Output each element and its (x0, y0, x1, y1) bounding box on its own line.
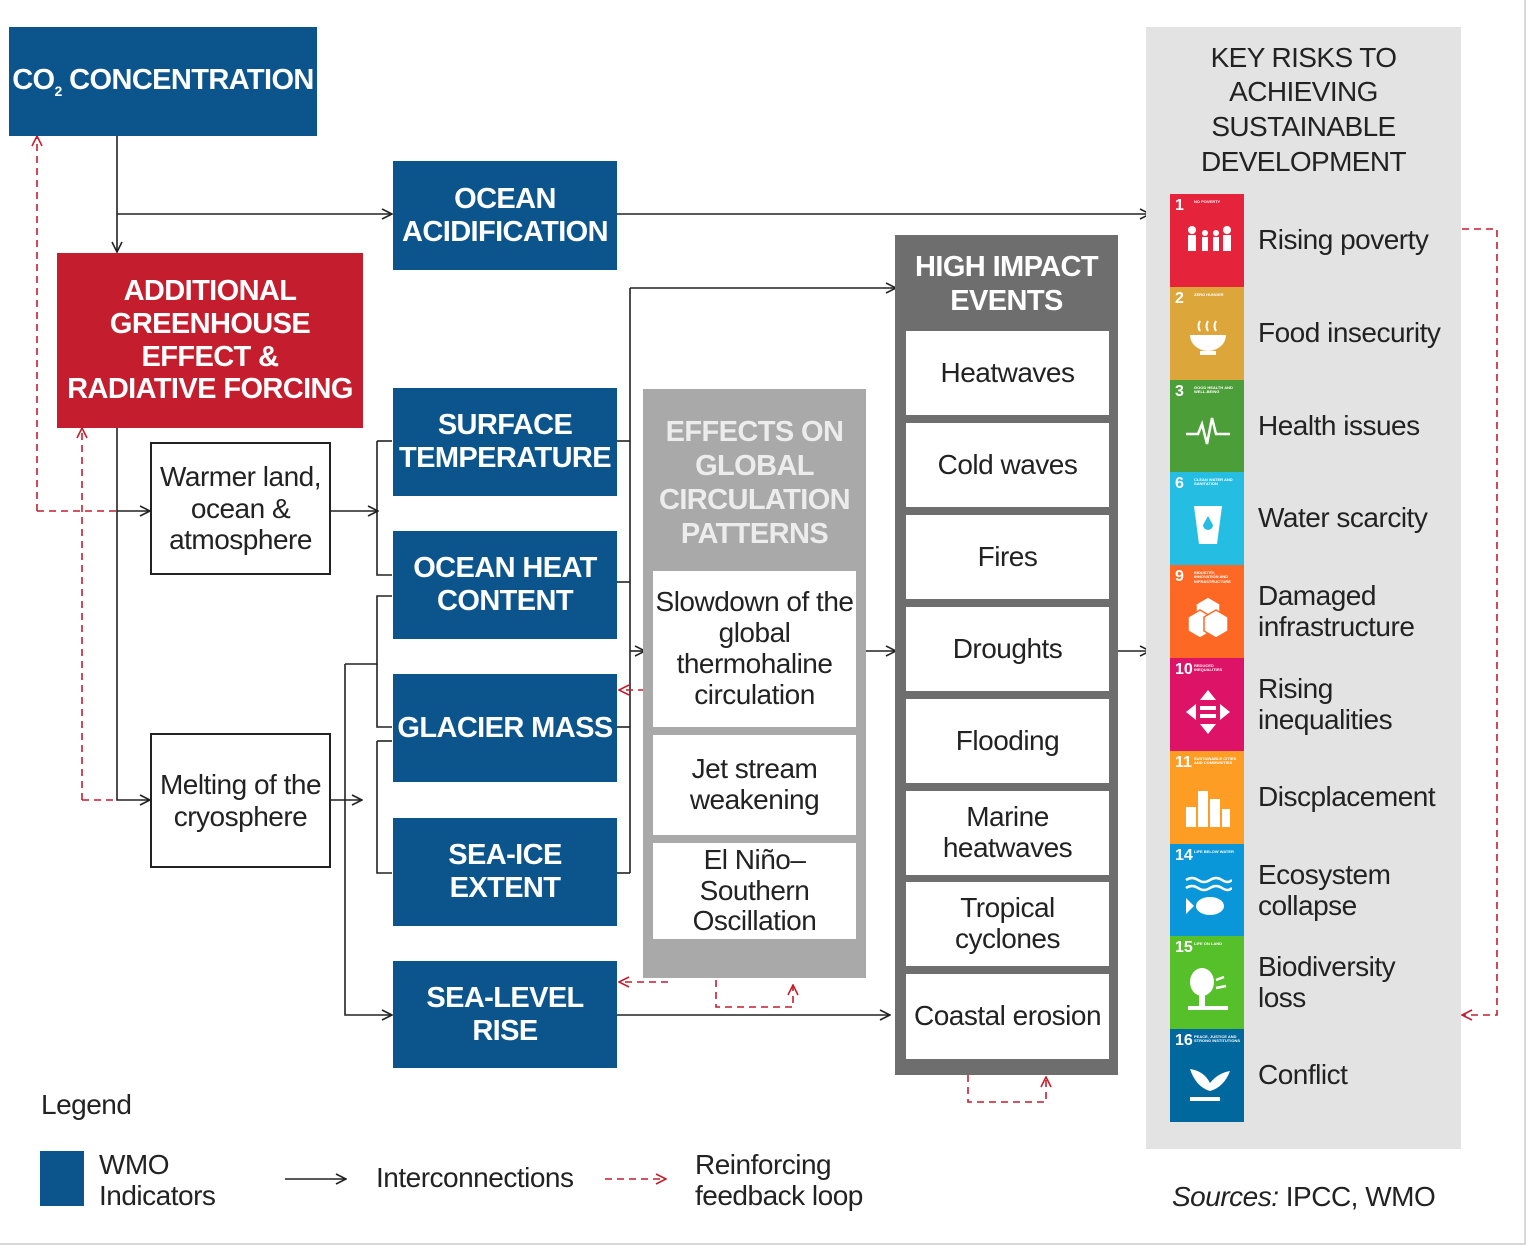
sdg-tile-2: 2 Zero hunger (1170, 287, 1244, 380)
sdg-title: No poverty (1194, 199, 1221, 204)
ocean-heat-content-label: OCEAN HEAT CONTENT (413, 552, 597, 617)
event-item: Flooding (906, 699, 1109, 783)
family-icon (1188, 226, 1231, 251)
sources-note: Sources: IPCC, WMO (1172, 1181, 1436, 1213)
event-item: Marine heatwaves (906, 791, 1109, 875)
co2-concentration-box: CO2 CONCENTRATION (9, 27, 317, 136)
surface-temperature-label: SURFACE TEMPERATURE (399, 409, 612, 474)
circulation-item-thermohaline: Slowdown of the global thermohaline circ… (653, 571, 856, 727)
dove-icon (1190, 1069, 1230, 1101)
co2-label: CO2 CONCENTRATION (12, 63, 314, 99)
sdg-number: 10 (1175, 661, 1193, 678)
sdg-number: 6 (1175, 475, 1184, 492)
risk-label: Food insecurity (1258, 317, 1441, 349)
city-icon (1186, 791, 1230, 827)
risk-label: Health issues (1258, 410, 1420, 442)
sdg-title: Zero hunger (1194, 292, 1224, 297)
sdg-tile-15: 15Life on land (1170, 936, 1244, 1029)
event-item: Fires (906, 515, 1109, 599)
fish-icon (1185, 876, 1232, 915)
event-item: Droughts (906, 607, 1109, 691)
sdg-title: Life on land (1194, 941, 1222, 946)
sea-ice-extent-label: SEA-ICE EXTENT (448, 839, 562, 904)
sources-text: IPCC, WMO (1278, 1181, 1436, 1212)
heartbeat-icon (1186, 417, 1230, 445)
risk-label: Damaged infrastructure (1258, 579, 1415, 642)
sdg-title: Life below water (1194, 849, 1234, 854)
ocean-heat-content-box: OCEAN HEAT CONTENT (393, 531, 617, 639)
sources-label: Sources: (1172, 1181, 1279, 1212)
sdg-number: 11 (1175, 754, 1192, 771)
sdg-number: 9 (1175, 568, 1184, 585)
sea-ice-extent-box: SEA-ICE EXTENT (393, 818, 617, 926)
sdg-tile-9: 9 Industry, innovation and infrastructure (1170, 565, 1244, 658)
melting-label: Melting of the cryosphere (159, 768, 322, 832)
sdg-number: 2 (1175, 290, 1184, 307)
sdg-tile-10: 10Reduced inequalities (1170, 658, 1244, 751)
sdg-title: Peace, justice and strong institutions (1194, 1034, 1240, 1044)
melting-box: Melting of the cryosphere (150, 733, 331, 868)
legend-wmo-swatch (40, 1151, 84, 1206)
additional-greenhouse-label: ADDITIONAL GREENHOUSE EFFECT & RADIATIVE… (67, 274, 353, 406)
legend-title: Legend (41, 1089, 132, 1120)
sdg-title: Clean water and sanitation (1194, 477, 1233, 487)
feedback-arrows (37, 136, 1498, 1179)
sdg-title: Reduced inequalities (1194, 663, 1223, 673)
sdg-tile-6: 6 Clean water and sanitation (1170, 472, 1244, 565)
risk-label: Ecosystem collapse (1258, 858, 1391, 921)
sdg-tile-1: 1 No poverty (1170, 194, 1244, 287)
ocean-acidification-box: OCEAN ACIDIFICATION (393, 161, 617, 270)
ocean-acidification-label: OCEAN ACIDIFICATION (402, 182, 609, 248)
warmer-box: Warmer land, ocean & atmosphere (150, 442, 331, 575)
sdg-tile-11: 11Sustainable cities and communities (1170, 751, 1244, 844)
water-glass-icon (1194, 506, 1222, 544)
sdg-title: Sustainable cities and communities (1194, 756, 1237, 766)
circulation-item-enso: El Niño–Southern Oscillation (653, 843, 856, 939)
event-item: Coastal erosion (906, 974, 1109, 1059)
glacier-mass-label: GLACIER MASS (397, 711, 613, 744)
equality-icon (1186, 690, 1230, 734)
risk-label: Water scarcity (1258, 502, 1428, 534)
sdg-number: 1 (1175, 197, 1184, 214)
risks-title: KEY RISKS TO ACHIEVING SUSTAINABLE DEVEL… (1201, 41, 1407, 177)
additional-greenhouse-box: ADDITIONAL GREENHOUSE EFFECT & RADIATIVE… (57, 253, 363, 428)
event-item: Cold waves (906, 423, 1109, 507)
risk-label: Rising inequalities (1258, 672, 1393, 735)
circulation-item-jet-stream: Jet stream weakening (653, 735, 856, 835)
sdg-title: Industry, innovation and infrastructure (1194, 570, 1231, 584)
surface-temperature-box: SURFACE TEMPERATURE (393, 388, 617, 496)
sdg-title: Good health and well-being (1194, 385, 1233, 395)
glacier-mass-box: GLACIER MASS (393, 674, 617, 782)
sdg-number: 15 (1175, 939, 1193, 956)
legend-wmo-label: WMO Indicators (99, 1149, 216, 1211)
events-title: HIGH IMPACT EVENTS (915, 250, 1099, 317)
warmer-label: Warmer land, ocean & atmosphere (159, 461, 322, 556)
cubes-icon (1187, 596, 1229, 639)
sea-level-rise-label: SEA-LEVEL RISE (426, 981, 584, 1047)
circulation-title: EFFECTS ON GLOBAL CIRCULATION PATTERNS (658, 415, 851, 551)
risk-label: Discplacement (1258, 781, 1436, 813)
tree-icon (1188, 968, 1228, 1010)
bowl-icon (1190, 320, 1226, 355)
sdg-tile-16: 16Peace, justice and strong institutions (1170, 1029, 1244, 1122)
sdg-tile-14: 14Life below water (1170, 844, 1244, 937)
event-item: Heatwaves (906, 331, 1109, 415)
sdg-tile-3: 3 Good health and well-being (1170, 380, 1244, 473)
sdg-number: 3 (1175, 383, 1184, 400)
risk-label: Biodiversity loss (1258, 950, 1396, 1013)
legend-feedback-label: Reinforcing feedback loop (695, 1149, 863, 1211)
sdg-number: 16 (1175, 1032, 1193, 1049)
sea-level-rise-box: SEA-LEVEL RISE (393, 961, 617, 1068)
risk-label: Rising poverty (1258, 224, 1429, 256)
risk-label: Conflict (1258, 1059, 1348, 1091)
event-item: Tropical cyclones (906, 882, 1109, 966)
sdg-number: 14 (1175, 847, 1193, 864)
legend-interconnections-label: Interconnections (376, 1162, 574, 1193)
interconnection-arrows (117, 136, 1150, 1179)
